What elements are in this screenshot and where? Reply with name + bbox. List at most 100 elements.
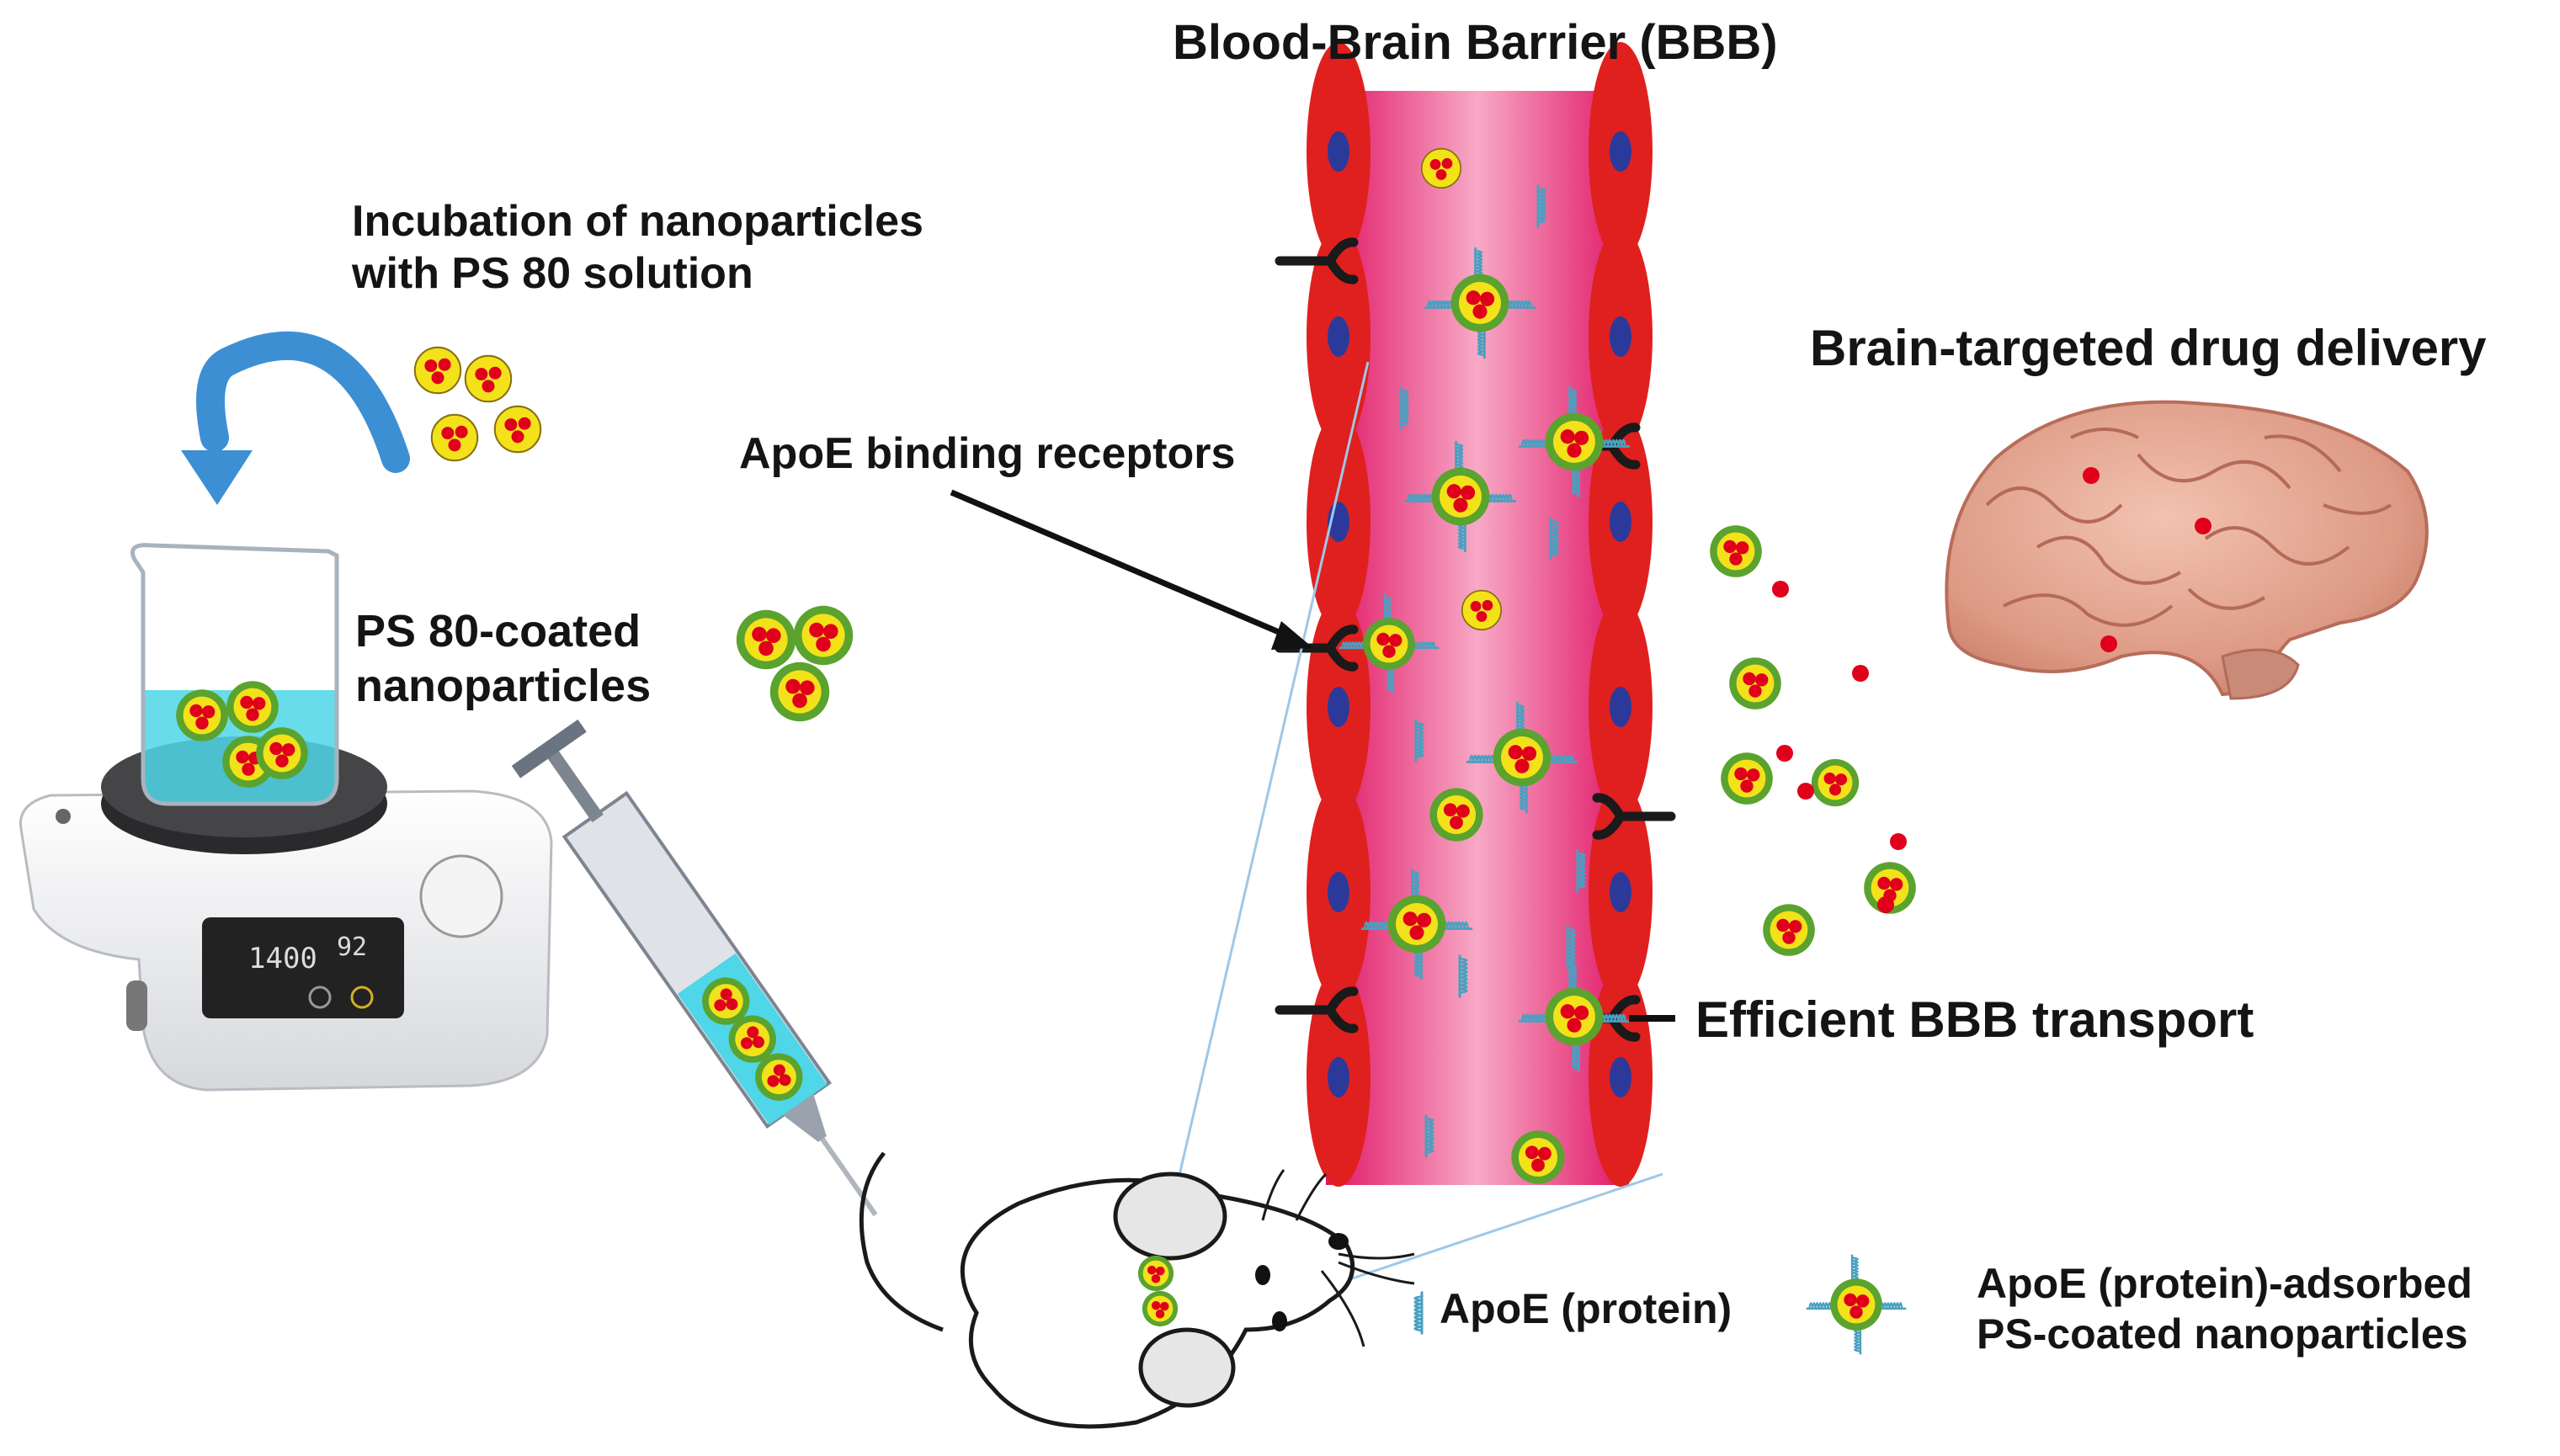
receptor-icon (1592, 793, 1676, 840)
legend-apoe-label: ApoE (protein) (1440, 1285, 1732, 1332)
mouse-tail (859, 1151, 944, 1332)
drug-molecule (1772, 581, 1789, 598)
nanoparticle-icon (1142, 1290, 1179, 1327)
nanoparticle-icon (1137, 1255, 1174, 1292)
nanoparticle-icon (1811, 758, 1860, 807)
nucleus (1610, 316, 1631, 357)
nanoparticle-icon (1431, 467, 1490, 526)
receptor-stem (1592, 793, 1676, 840)
nanoparticle-icon (1710, 525, 1762, 577)
indicator-light (350, 986, 374, 1009)
mouse-eye (1255, 1265, 1270, 1285)
adsorbed-nanoparticle (1805, 1253, 1908, 1356)
cerebellum (2221, 648, 2300, 700)
arrowhead (1271, 621, 1313, 650)
nanoparticle-icon (1461, 589, 1503, 631)
plunger (546, 749, 604, 823)
apoe-protein-icon (1424, 1113, 1434, 1159)
apoe-protein-icon (1399, 385, 1409, 431)
receptor-stem (1275, 986, 1359, 1034)
mouse-icon (859, 1151, 1415, 1429)
brain-icon (1945, 400, 2429, 700)
indicator-light (308, 986, 332, 1009)
incubation-label-line-2: with PS 80 solution (352, 249, 753, 299)
drug-molecule (2083, 467, 2100, 484)
diagram-title: Blood-Brain Barrier (BBB) (1173, 15, 1778, 70)
drug-molecule (1852, 665, 1869, 682)
nanoparticle-icon (1729, 657, 1781, 709)
nucleus (1610, 131, 1631, 172)
adsorbed-label-line-1: ApoE (protein)-adsorbed (1977, 1260, 2472, 1307)
coated-label-line-2: nanoparticles (355, 660, 652, 711)
apoe-protein-icon (1536, 183, 1546, 229)
nanoparticle-icon (1830, 1278, 1882, 1331)
display-readout-1: 1400 (248, 942, 317, 975)
apoe-protein-icon (1566, 924, 1576, 970)
drug-molecule (1890, 833, 1907, 850)
power-button (56, 809, 71, 824)
mouse-ear (1113, 1172, 1227, 1261)
nanoparticle-icon (1545, 412, 1604, 471)
side-foot (126, 980, 147, 1031)
adsorbed-label-line-2: PS-coated nanoparticles (1977, 1310, 2468, 1358)
receptor-stem (1275, 237, 1359, 284)
coated-label-line-1: PS 80-coated (355, 606, 641, 656)
display-readout-2: 92 (337, 933, 367, 962)
nucleus (1328, 872, 1349, 912)
apoe-protein-icon (1414, 718, 1424, 763)
nanoparticle-icon (430, 413, 479, 462)
released-particles (1710, 525, 1916, 956)
legend-adsorbed-label: ApoE (protein)-adsorbed PS-coated nanopa… (1977, 1258, 2472, 1359)
apoe-protein-icon (1458, 954, 1468, 999)
nanoparticle-icon (1493, 728, 1551, 787)
nanoparticle-icon (1429, 788, 1483, 842)
nucleus (1328, 316, 1349, 357)
blood-vessel (1275, 42, 1676, 1187)
nucleus (1610, 872, 1631, 912)
drug-molecule (1797, 783, 1814, 800)
nanoparticle-icon (769, 662, 830, 722)
mouse-nose (1328, 1233, 1349, 1250)
coated-nanoparticles-label: PS 80-coated nanoparticles (355, 604, 651, 714)
nanoparticle-icon (256, 727, 308, 779)
nanoparticle-icon (493, 405, 542, 454)
nanoparticle-icon (793, 605, 854, 666)
beaker-icon (130, 543, 339, 806)
nanoparticle-icon (464, 354, 513, 403)
mouse-ear (1138, 1327, 1236, 1408)
drug-molecule (2100, 635, 2117, 652)
syringe-icon (511, 719, 878, 1217)
nanoparticle-icon (1387, 895, 1446, 954)
drug-molecule (1877, 896, 1894, 913)
mouse-whiskers (1261, 1169, 1415, 1347)
beaker-glass (130, 543, 339, 806)
nanoparticle-icon (1511, 1130, 1565, 1184)
mouse-eye (1272, 1311, 1287, 1331)
nanoparticle-icon (226, 681, 279, 733)
nucleus (1328, 1057, 1349, 1097)
receptor-icon (1275, 237, 1359, 284)
receptors-label: ApoE binding receptors (739, 429, 1236, 478)
delivery-label: Brain-targeted drug delivery (1810, 320, 2487, 376)
nanoparticle-icon (736, 609, 796, 670)
apoe-protein-icon (1413, 1290, 1424, 1336)
apoe-protein-icon (1576, 848, 1586, 894)
receptor-icon (1275, 986, 1359, 1034)
nucleus (1328, 131, 1349, 172)
nanoparticle-icon (1363, 618, 1415, 670)
stirrer-knob (419, 854, 503, 938)
brain-folds (1985, 428, 2392, 627)
apoe-protein-icon (1549, 516, 1559, 561)
nucleus (1610, 502, 1631, 542)
drug-molecule (1776, 745, 1793, 762)
transport-label: Efficient BBB transport (1695, 991, 2254, 1048)
incubation-label: Incubation of nanoparticles with PS 80 s… (352, 195, 923, 300)
nucleus (1328, 687, 1349, 727)
nanoparticle-icon (1420, 147, 1462, 189)
drug-molecule (2195, 518, 2211, 534)
curved-arrow-icon (181, 331, 410, 505)
nanoparticle-icon (1545, 987, 1604, 1046)
nucleus (1610, 687, 1631, 727)
